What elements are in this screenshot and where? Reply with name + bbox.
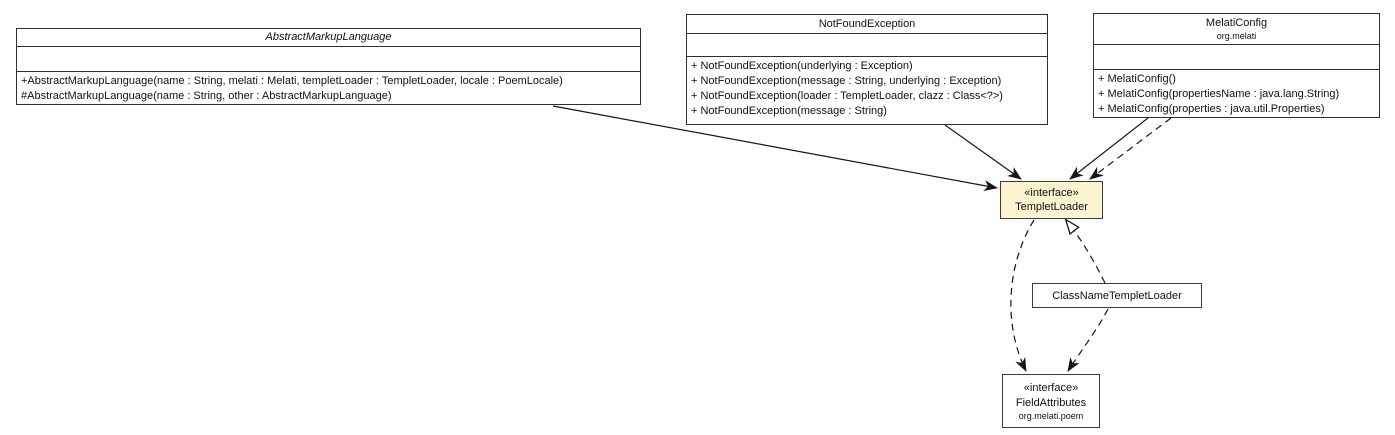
stereotype-label: «interface»: [1023, 381, 1079, 394]
attributes-compartment: [687, 33, 1047, 56]
class-box-classnametempletloader[interactable]: ClassNameTempletLoader: [1032, 283, 1202, 308]
methods-compartment: +AbstractMarkupLanguage(name : String, m…: [17, 71, 640, 104]
class-title-compartment: MelatiConfig org.melati: [1094, 14, 1379, 44]
class-name: ClassNameTempletLoader: [1052, 289, 1182, 302]
method-signature: + MelatiConfig(properties : java.util.Pr…: [1098, 103, 1325, 115]
method-signature: + NotFoundException(loader : TempletLoad…: [691, 90, 1003, 102]
class-box-templetloader[interactable]: «interface» TempletLoader: [1000, 181, 1103, 219]
edge-notfoundexception-to-templetloader: [944, 124, 1022, 180]
package-name: org.melati: [1216, 31, 1257, 41]
class-name: TempletLoader: [1015, 201, 1088, 213]
methods-compartment: + MelatiConfig() + MelatiConfig(properti…: [1094, 69, 1379, 117]
class-name: FieldAttributes: [1015, 396, 1087, 409]
method-signature: + NotFoundException(message : String, un…: [691, 75, 1002, 87]
edge-melaticonfig-to-templetloader-association: [1069, 117, 1149, 180]
edge-classnametempletloader-implements-templetloader: [1064, 218, 1106, 284]
method-signature: +AbstractMarkupLanguage(name : String, m…: [21, 75, 563, 87]
method-signature: + NotFoundException(underlying : Excepti…: [691, 60, 913, 72]
edge-melaticonfig-to-templetloader-dependency: [1089, 117, 1172, 180]
edge-templetloader-to-fieldattributes-dependency: [1010, 219, 1035, 372]
class-name: MelatiConfig: [1205, 17, 1268, 29]
class-title-compartment: AbstractMarkupLanguage: [17, 29, 640, 46]
attributes-compartment: [1094, 44, 1379, 69]
stereotype-label: «interface»: [1024, 187, 1079, 199]
class-title-compartment: NotFoundException: [687, 15, 1047, 33]
class-name: NotFoundException: [818, 17, 916, 30]
edge-classnametempletloader-to-fieldattributes-dependency: [1067, 308, 1109, 372]
method-signature: + MelatiConfig(propertiesName : java.lan…: [1098, 88, 1340, 100]
attributes-compartment: [17, 46, 640, 71]
class-box-abstractmarkuplanguage[interactable]: AbstractMarkupLanguage +AbstractMarkupLa…: [16, 28, 641, 105]
class-box-fieldattributes[interactable]: «interface» FieldAttributes org.melati.p…: [1002, 374, 1100, 428]
method-signature: #AbstractMarkupLanguage(name : String, o…: [21, 90, 392, 102]
class-box-notfoundexception[interactable]: NotFoundException + NotFoundException(un…: [686, 14, 1048, 125]
methods-compartment: + NotFoundException(underlying : Excepti…: [687, 56, 1047, 124]
class-name: AbstractMarkupLanguage: [265, 31, 392, 43]
package-name: org.melati.poem: [1018, 410, 1084, 421]
class-box-melaticonfig[interactable]: MelatiConfig org.melati + MelatiConfig()…: [1093, 13, 1380, 118]
method-signature: + NotFoundException(message : String): [691, 105, 887, 117]
method-signature: + MelatiConfig(): [1098, 73, 1176, 85]
edge-abstractmarkuplanguage-to-templetloader: [552, 105, 998, 192]
